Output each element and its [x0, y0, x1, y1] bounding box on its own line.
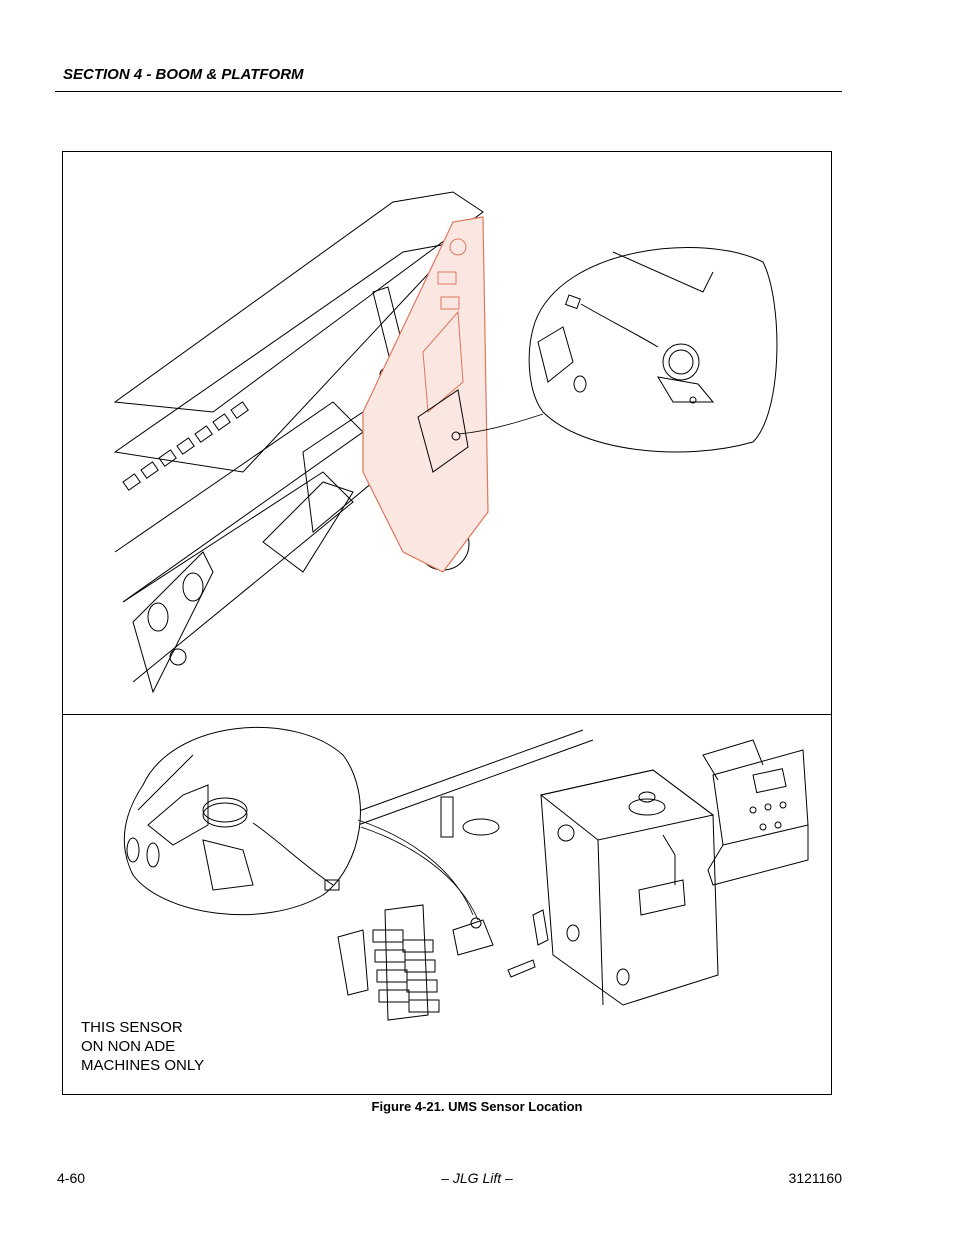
valve-block [384, 904, 429, 1021]
tank-illustration: THIS SENSOR ON NON ADE MACHINES ONLY [63, 715, 831, 1094]
figure-divider [63, 714, 831, 715]
page-number: 4-60 [57, 1170, 86, 1186]
note-line: ON NON ADE [81, 1038, 176, 1055]
control-box [712, 749, 809, 846]
sensor-detail-bubble [528, 247, 778, 453]
sensor-detail-bubble-lower [123, 726, 361, 916]
note-line: THIS SENSOR [81, 1019, 183, 1036]
footer-center: – JLG Lift – [441, 1170, 513, 1186]
figure-frame: THIS SENSOR ON NON ADE MACHINES ONLY [62, 151, 832, 1095]
boom-drawing [113, 191, 778, 694]
figure-caption: Figure 4-21. UMS Sensor Location [371, 1099, 583, 1114]
boom-illustration [63, 152, 831, 714]
note-line: MACHINES ONLY [81, 1057, 205, 1074]
sensor-note: THIS SENSOR ON NON ADE MACHINES ONLY [81, 1018, 261, 1075]
highlighted-plate [362, 216, 489, 573]
header-rule [55, 91, 842, 92]
tank-drawing [123, 726, 809, 1021]
section-header: SECTION 4 - BOOM & PLATFORM [63, 66, 304, 83]
document-number: 3121160 [788, 1170, 842, 1186]
